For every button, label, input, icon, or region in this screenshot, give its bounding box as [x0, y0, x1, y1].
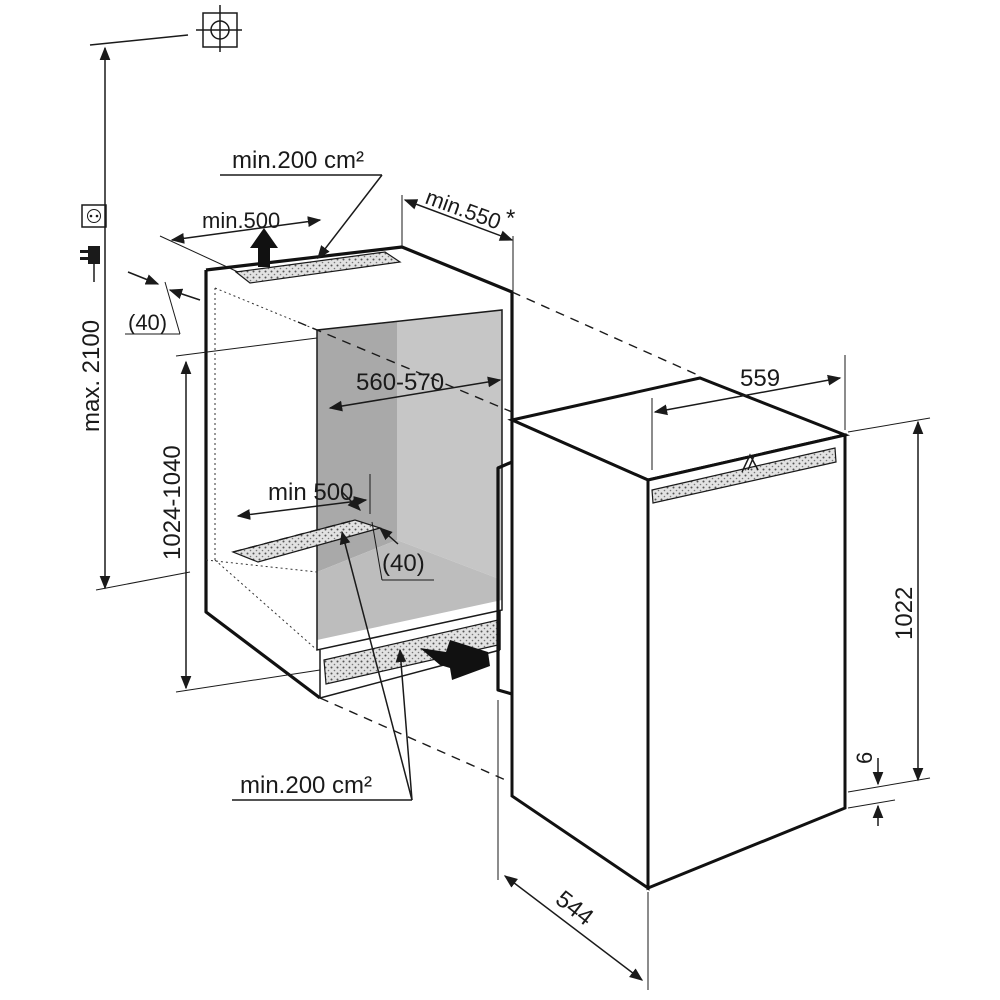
top-vent-depth-label: min.500	[202, 208, 280, 233]
appliance	[496, 376, 851, 891]
ceiling-reference	[89, 5, 242, 52]
niche-height-label: 1024-1040	[159, 445, 186, 560]
niche-depth-dimension: min.550 *	[401, 184, 515, 292]
crosshair-square-icon	[196, 5, 242, 52]
appliance-width-label: 559	[740, 365, 780, 392]
control-panel-strip	[651, 447, 837, 504]
bottom-vent-area-label: min.200 cm²	[240, 772, 372, 799]
niche-depth-note: *	[506, 205, 515, 232]
top-gap-dimension: (40)	[125, 271, 201, 335]
top-gap-label: (40)	[128, 310, 167, 335]
bottom-vent-depth-label: min 500	[268, 479, 353, 506]
max-height-label: max. 2100	[78, 320, 105, 432]
appliance-height-label: 1022	[891, 587, 918, 640]
bottom-gap-label: (40)	[382, 550, 425, 577]
niche-width-dimension: 560-570	[328, 369, 502, 412]
niche-height-dimension: 1024-1040	[159, 337, 321, 693]
top-vent-area-label: min.200 cm²	[232, 147, 364, 174]
appliance-depth-label: 544	[550, 885, 598, 931]
bottom-offset-dimension: 6	[847, 752, 896, 826]
arrow-icon-in	[420, 640, 490, 680]
top-vent-grille	[234, 251, 402, 284]
appliance-height-dimension: 1022	[847, 417, 931, 793]
bottom-vent-area-callout: min.200 cm²	[232, 530, 413, 801]
alignment-lines	[297, 291, 701, 783]
max-height-dimension: max. 2100	[78, 46, 191, 591]
bottom-gap-dimension: (40)	[341, 491, 434, 581]
top-vent-area-callout: min.200 cm²	[220, 147, 383, 260]
power-socket-icon	[81, 204, 107, 228]
niche-depth-label: min.550	[422, 184, 504, 234]
bottom-vent-depth-dimension: min 500	[236, 474, 371, 520]
top-vent-depth-dimension: min.500	[159, 208, 322, 273]
appliance-width-dimension: 559	[651, 355, 846, 470]
power-plug-icon	[80, 246, 100, 282]
niche-width-label: 560-570	[356, 369, 444, 396]
bottom-offset-label: 6	[852, 752, 877, 764]
